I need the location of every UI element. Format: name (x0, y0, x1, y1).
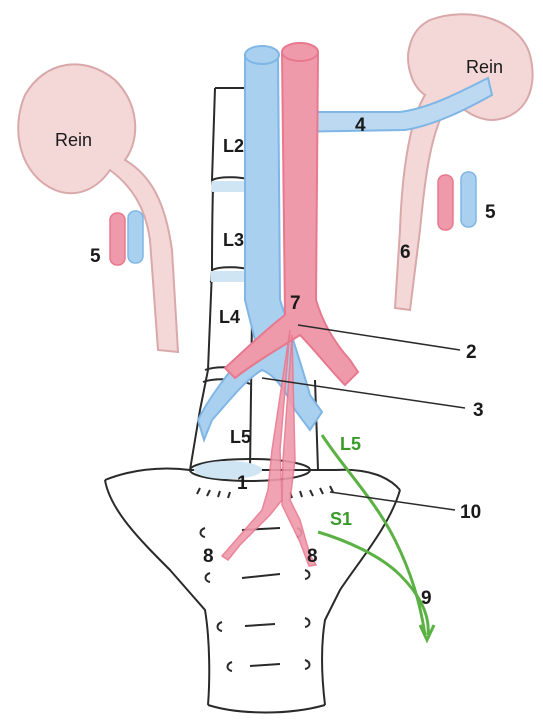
label-l3: L3 (223, 230, 244, 250)
label-3: 3 (473, 400, 484, 421)
label-5-right: 5 (485, 202, 496, 223)
label-nerve-l5: L5 (340, 434, 361, 454)
label-1: 1 (237, 473, 248, 494)
label-7: 7 (290, 293, 301, 314)
label-6: 6 (400, 242, 411, 263)
label-rein-left: Rein (55, 130, 92, 150)
kidney-left (18, 64, 178, 352)
label-l5: L5 (230, 427, 251, 447)
label-nerve-s1: S1 (330, 509, 352, 529)
label-8-left: 8 (203, 546, 214, 567)
label-5-left: 5 (90, 246, 101, 267)
disc-l5-s1 (194, 461, 262, 479)
sacrum (105, 459, 400, 713)
kidney-right (395, 14, 533, 310)
label-l2: L2 (223, 136, 244, 156)
label-2: 2 (466, 342, 477, 363)
label-4: 4 (355, 115, 366, 136)
vessels-5-right (438, 172, 476, 230)
label-8-right: 8 (307, 546, 318, 567)
label-10: 10 (460, 502, 481, 523)
label-rein-right: Rein (466, 57, 503, 77)
label-9: 9 (421, 588, 432, 609)
label-l4: L4 (219, 307, 240, 327)
vessels-5-left (110, 211, 143, 265)
